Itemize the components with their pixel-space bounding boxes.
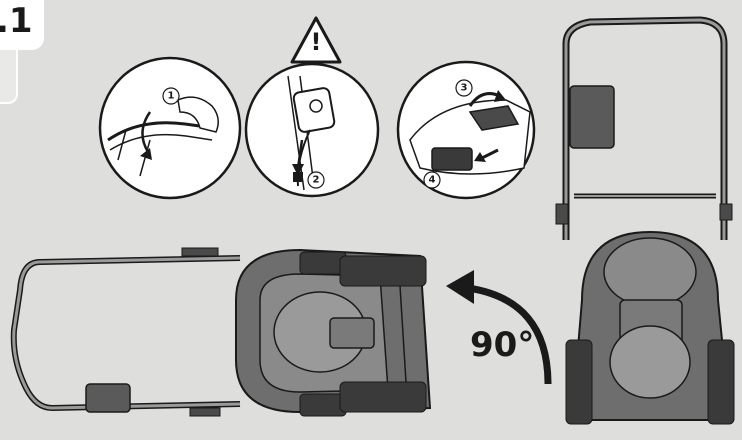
down-arrow-icon (296, 139, 304, 169)
step-number: .1 (0, 1, 33, 41)
callout-3-number: 3 (461, 83, 468, 94)
mower-upright (555, 16, 735, 425)
callout-2-number: 2 (313, 175, 320, 186)
detail-circle-cable: 2 (244, 62, 380, 198)
callout-1 (162, 87, 180, 105)
step-tab (0, 0, 44, 50)
callout-4 (423, 171, 441, 189)
detail-circle-handle-fold: 1 (98, 56, 242, 200)
rotate-arrow-icon (446, 270, 552, 385)
rotation-angle-label: 90° (470, 325, 535, 365)
warning-triangle-icon: ! (290, 16, 342, 64)
mower-horizontal (10, 247, 432, 417)
callout-2 (307, 171, 325, 189)
step-tab-secondary (0, 50, 18, 104)
callout-4-number: 4 (429, 175, 436, 186)
callout-3 (455, 79, 473, 97)
detail-circle-battery: 3 4 (396, 60, 536, 200)
rotate-arrow-small-icon (141, 111, 152, 153)
callout-1-number: 1 (168, 91, 175, 102)
warning-symbol: ! (311, 28, 322, 56)
